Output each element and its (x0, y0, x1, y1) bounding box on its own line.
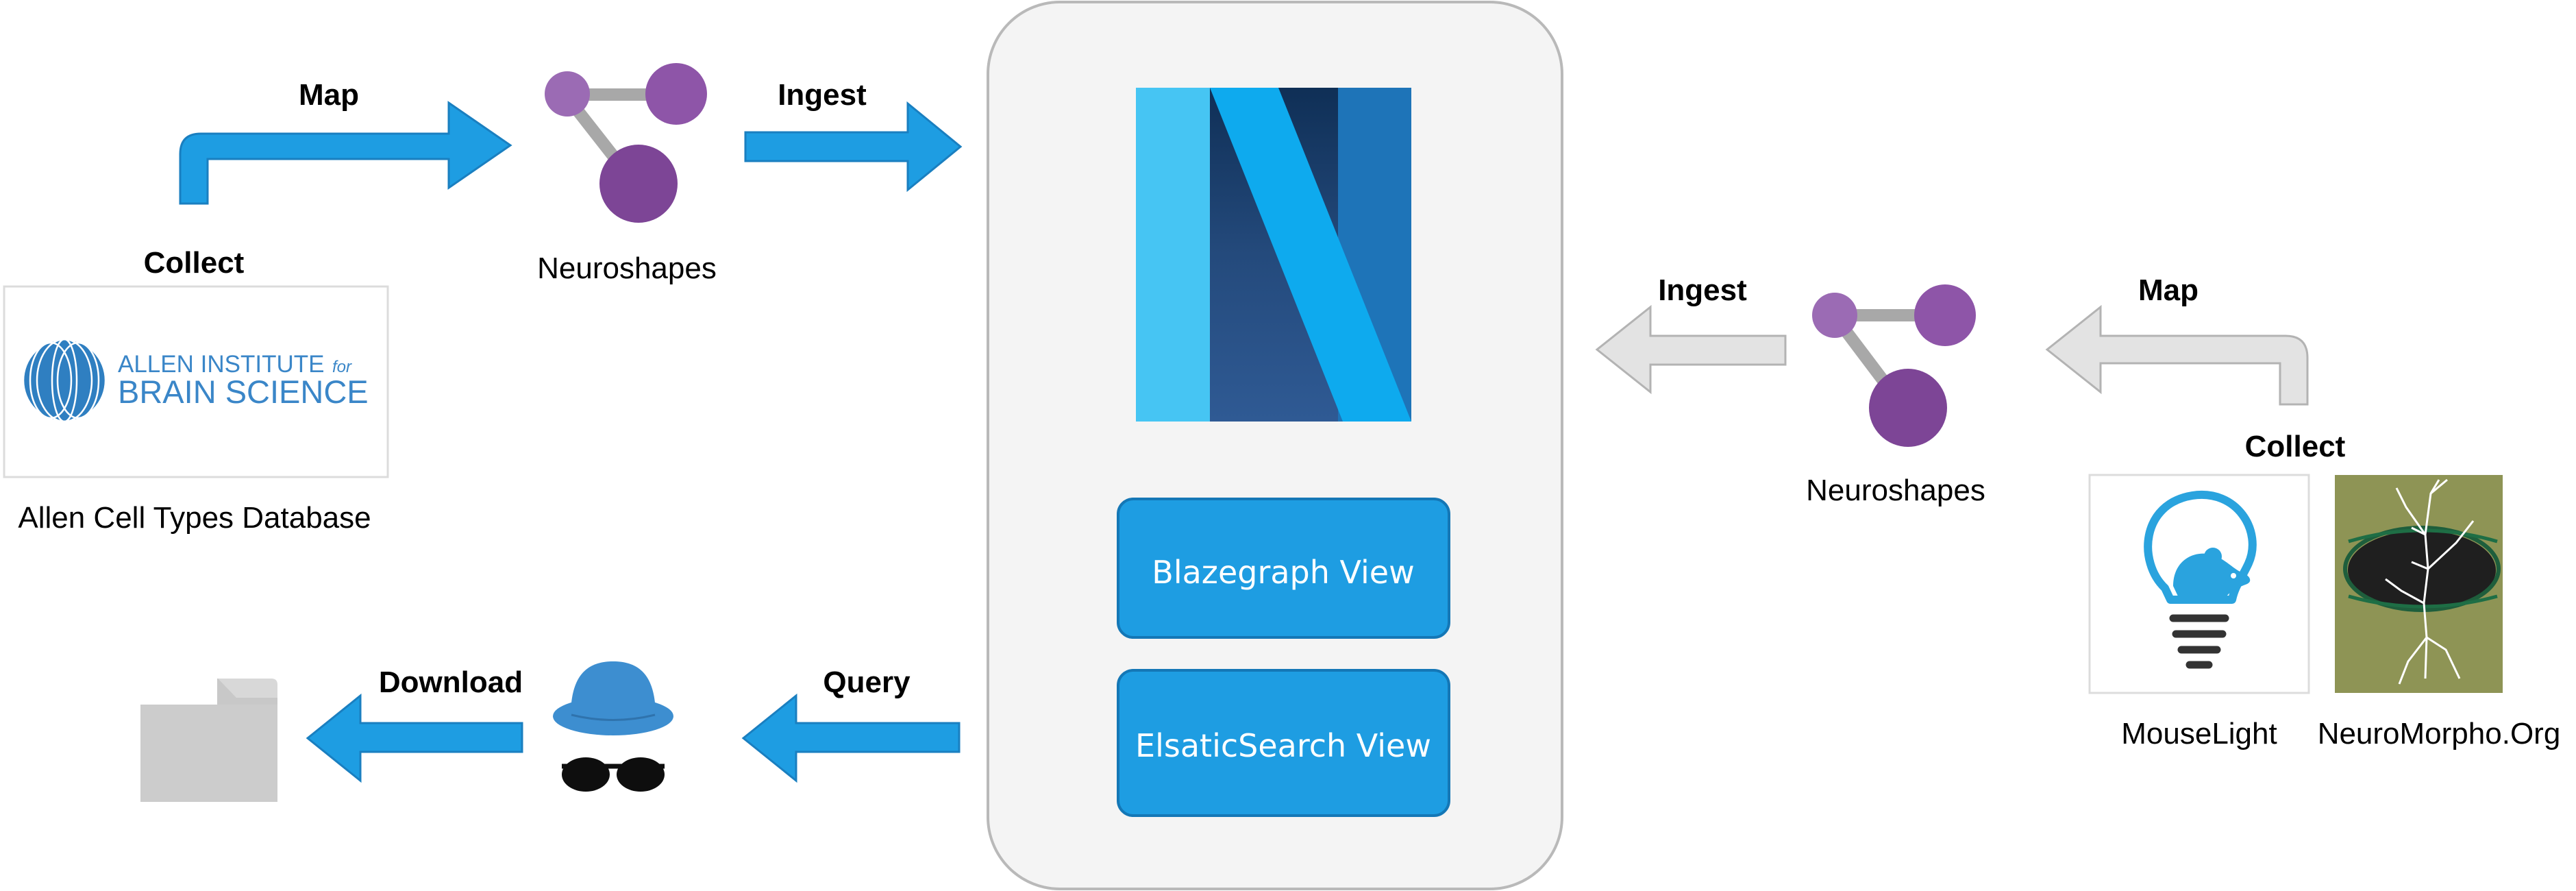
map-arrow-left (179, 101, 512, 205)
download-label: Download (379, 666, 523, 699)
ingest-arrow-left (744, 101, 963, 193)
query-arrow (741, 693, 961, 783)
user-hat-glasses-icon (553, 661, 673, 792)
ingest-label-right: Ingest (1658, 273, 1747, 307)
neuron-tree-icon (2385, 478, 2475, 685)
lightbulb-base-lines (2169, 614, 2229, 669)
nexus-logo (1136, 88, 1411, 422)
nexus-panel (987, 1, 1563, 890)
collect-label-left: Collect (144, 246, 245, 280)
blazegraph-view-button[interactable]: Blazegraph View (1117, 498, 1450, 639)
allen-globe-icon (22, 338, 107, 423)
map-label-right: Map (2138, 273, 2199, 307)
neuromorpho-logo (2335, 475, 2503, 693)
map-label-left: Map (299, 78, 359, 112)
map-arrow-right (2045, 304, 2309, 406)
ingest-label-left: Ingest (778, 78, 867, 112)
allen-institute-logo: ALLEN INSTITUTE for BRAIN SCIENCE (3, 285, 389, 478)
neuroshapes-icon-right (1812, 284, 1976, 447)
elasticsearch-view-label: ElsaticSearch View (1135, 727, 1431, 764)
query-label: Query (823, 666, 911, 699)
elasticsearch-view-button[interactable]: ElsaticSearch View (1117, 669, 1450, 817)
neuromorpho-label: NeuroMorpho.Org (2318, 717, 2561, 750)
ingest-arrow-right (1595, 304, 1787, 395)
folder-icon (140, 679, 277, 802)
mouselight-label: MouseLight (2121, 717, 2277, 750)
collect-label-right: Collect (2245, 430, 2346, 463)
mouselight-logo (2088, 474, 2310, 694)
allen-logo-line1: ALLEN INSTITUTE (118, 351, 324, 378)
allen-logo-line2: BRAIN SCIENCE (118, 374, 369, 410)
download-arrow (306, 693, 523, 783)
allen-source-label: Allen Cell Types Database (18, 501, 371, 535)
neuroshapes-label-right: Neuroshapes (1806, 474, 1985, 507)
blazegraph-view-label: Blazegraph View (1152, 554, 1414, 591)
neuroshapes-label-left: Neuroshapes (537, 252, 717, 285)
neuroshapes-icon-left (545, 63, 707, 223)
allen-logo-for: for (332, 358, 352, 376)
